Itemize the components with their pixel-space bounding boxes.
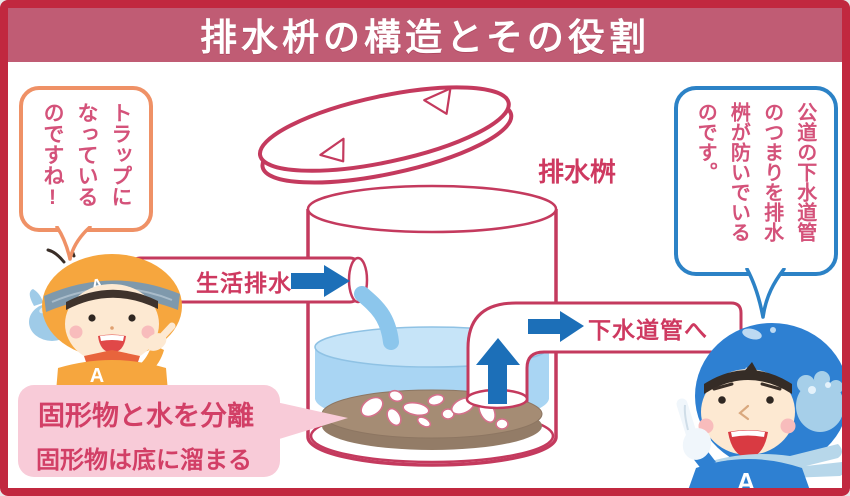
child-character: A A	[29, 238, 182, 440]
callout-line-2: 固形物は底に溜まる	[36, 447, 252, 474]
glove-hand	[682, 428, 712, 460]
chest-badge: A	[737, 467, 756, 496]
adult-body	[686, 459, 812, 496]
child-arm	[138, 344, 164, 372]
adult-face	[701, 369, 795, 455]
nose	[738, 404, 750, 421]
page-title: 排水枡の構造とその役割	[200, 17, 650, 58]
bubble-right-line: のです。	[694, 102, 717, 182]
bubble-right-line: 桝が防いでいる	[727, 102, 750, 242]
hair-fringe	[66, 289, 158, 310]
adult-character: A A	[676, 323, 849, 496]
bubble-right-line: 公道の下水道管	[793, 102, 816, 242]
bubble-tail-left	[55, 226, 92, 261]
wastewater-stream	[354, 286, 399, 350]
speech-bubble-right: 公道の下水道管 のつまりを排水 桝が防いでいる のです。	[674, 86, 838, 276]
callout-tail	[276, 402, 348, 440]
inflow-pipe	[128, 256, 369, 304]
up-flow-arrow-icon	[476, 338, 520, 404]
chest-badge: A	[90, 365, 104, 387]
callout-line-1: 固形物と水を分離	[38, 401, 254, 431]
title-bar: 排水枡の構造とその役割	[0, 0, 850, 62]
outflow-arrow-icon	[528, 311, 584, 342]
bubble-right-line: のつまりを排水	[760, 102, 783, 242]
bubble-left-line: トラップに	[109, 102, 133, 207]
inflow-arrow-icon	[291, 265, 350, 297]
lid-vent-holes	[319, 87, 452, 163]
basin-opening	[306, 184, 558, 234]
child-face	[65, 284, 159, 364]
outflow-label: 下水道管へ	[588, 317, 708, 343]
speech-bubble-left: トラップに なっている のですね!	[19, 86, 153, 232]
basin-lid	[257, 85, 514, 185]
basin-label: 排水桝	[538, 157, 617, 187]
water-drop-mascot-right	[796, 371, 844, 432]
adult-mouth	[728, 430, 768, 458]
bubble-left-line: なっている	[75, 102, 99, 207]
bubble-tail-right	[745, 268, 786, 319]
separation-callout: 固形物と水を分離 固形物は底に溜まる	[18, 385, 280, 477]
inflow-label: 生活排水	[196, 270, 292, 296]
eyebrows	[712, 382, 782, 391]
bubble-left-line: のですね!	[41, 102, 65, 209]
hair-fringe	[704, 370, 792, 394]
